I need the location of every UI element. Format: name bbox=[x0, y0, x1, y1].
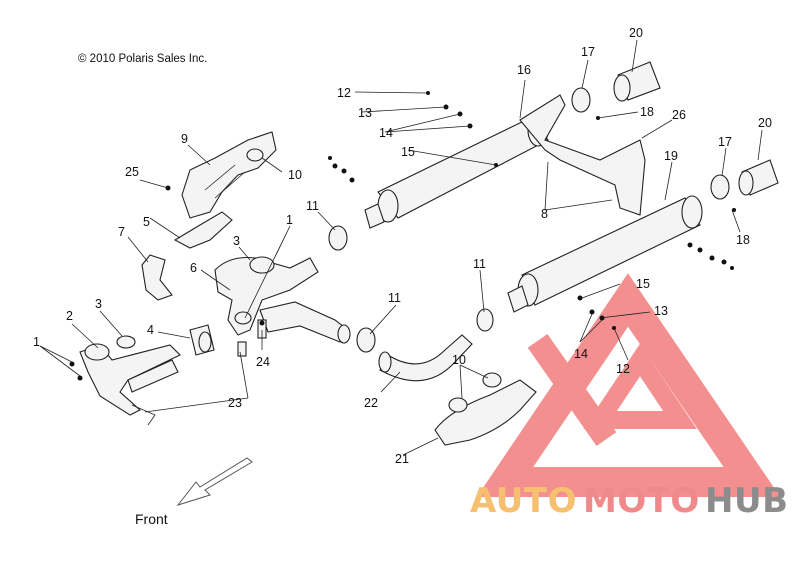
clamp-11-right bbox=[476, 308, 494, 332]
callout-18-right: 18 bbox=[736, 233, 750, 247]
callout-23: 23 bbox=[228, 396, 242, 410]
callout-13-lower: 13 bbox=[654, 304, 668, 318]
callout-15-upper: 15 bbox=[401, 145, 415, 159]
callout-18-upper: 18 bbox=[640, 105, 654, 119]
watermark-hub: HUB bbox=[705, 481, 788, 521]
callout-14-upper: 14 bbox=[379, 126, 393, 140]
callout-3-center: 3 bbox=[233, 234, 240, 248]
callout-2: 2 bbox=[66, 309, 73, 323]
callout-7: 7 bbox=[118, 225, 125, 239]
muffler-19 bbox=[507, 195, 703, 313]
callout-11-right: 11 bbox=[473, 257, 486, 271]
callout-4: 4 bbox=[147, 323, 154, 337]
front-label: Front bbox=[135, 511, 168, 527]
copyright-text: © 2010 Polaris Sales Inc. bbox=[78, 53, 207, 65]
callout-10-lower: 10 bbox=[452, 353, 466, 367]
callout-26: 26 bbox=[672, 108, 686, 122]
callout-20-right: 20 bbox=[758, 116, 772, 130]
heat-shield-7 bbox=[141, 254, 173, 301]
callout-16: 16 bbox=[517, 63, 531, 77]
clamp-11-upper bbox=[328, 225, 348, 251]
callout-25: 25 bbox=[125, 165, 139, 179]
callout-3-left: 3 bbox=[95, 297, 102, 311]
spark-arrestor-right bbox=[710, 159, 779, 200]
callout-1-left: 1 bbox=[33, 335, 40, 349]
callout-20-upper: 20 bbox=[629, 26, 643, 40]
callout-10-upper: 10 bbox=[288, 168, 302, 182]
clamp-4 bbox=[189, 324, 215, 356]
callout-17-right: 17 bbox=[718, 135, 732, 149]
callout-22: 22 bbox=[364, 396, 378, 410]
watermark-logo bbox=[476, 273, 781, 497]
callout-21: 21 bbox=[395, 452, 409, 466]
heat-shield-9 bbox=[181, 131, 277, 219]
heat-shield-21 bbox=[434, 372, 537, 446]
muffler-16 bbox=[364, 94, 646, 229]
callout-1-center: 1 bbox=[286, 213, 293, 227]
callout-15-lower: 15 bbox=[636, 277, 650, 291]
header-pipe-left bbox=[79, 335, 181, 426]
front-arrow-icon bbox=[176, 457, 253, 506]
callout-19: 19 bbox=[664, 149, 678, 163]
callout-17-upper: 17 bbox=[581, 45, 595, 59]
callout-5: 5 bbox=[143, 215, 150, 229]
callout-12-upper: 12 bbox=[337, 86, 351, 100]
watermark-auto: AUTO bbox=[470, 481, 577, 521]
center-header-6 bbox=[214, 256, 351, 344]
callout-12-lower: 12 bbox=[616, 362, 630, 376]
callout-14-lower: 14 bbox=[574, 347, 588, 361]
callout-9: 9 bbox=[181, 132, 188, 146]
callout-6: 6 bbox=[190, 261, 197, 275]
callout-11-middle: 11 bbox=[388, 291, 401, 305]
callout-11-upper: 11 bbox=[306, 199, 319, 213]
callout-labels: 1 2 3 4 5 6 7 8 9 10 10 11 11 11 12 12 1… bbox=[33, 26, 772, 466]
callout-13-upper: 13 bbox=[358, 106, 372, 120]
heat-shield-5 bbox=[173, 211, 233, 249]
watermark-text: AUTO MOTO HUB bbox=[470, 481, 788, 521]
pipe-22 bbox=[378, 334, 473, 382]
spark-arrestor-upper bbox=[571, 61, 661, 113]
watermark-moto: MOTO bbox=[583, 481, 700, 521]
callout-8: 8 bbox=[541, 207, 548, 221]
leader-lines bbox=[39, 39, 763, 456]
callout-24: 24 bbox=[256, 355, 270, 369]
